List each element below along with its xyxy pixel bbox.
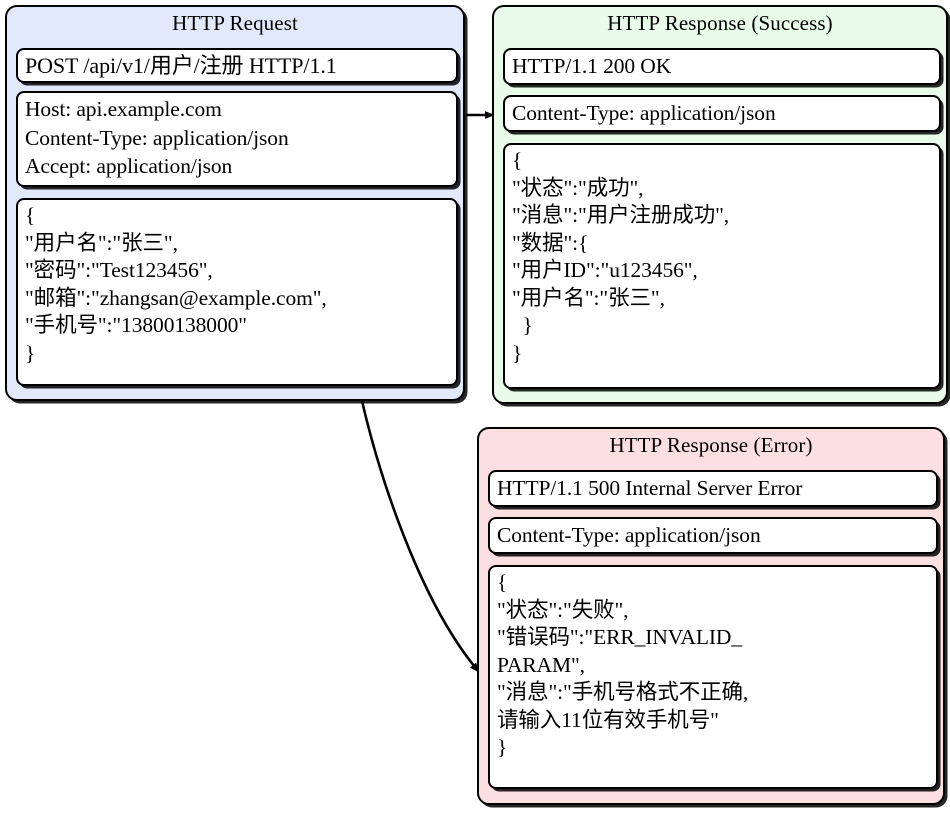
request-body-line: "密码":"Test123456", [25,258,213,282]
success-body-line: "用户名":"张三", [512,285,665,310]
error-body-box: { "状态":"失败", "错误码":"ERR_INVALID_ PARAM",… [488,565,938,789]
error-body-line: PARAM", [497,652,585,677]
error-content-type-text: Content-Type: application/json [497,523,761,547]
error-status-line-text: HTTP/1.1 500 Internal Server Error [497,476,803,500]
request-panel-title: HTTP Request [172,11,298,35]
error-body-line: "消息":"手机号格式不正确, [497,680,749,704]
error-body-line: "错误码":"ERR_INVALID_ [497,625,743,649]
error-body-line: "状态":"失败", [497,597,629,622]
request-line-box: POST /api/v1/用户/注册 HTTP/1.1 [16,48,458,83]
success-body-line: "消息":"用户注册成功", [512,203,730,227]
success-body-line: "状态":"成功", [512,175,644,200]
error-content-type-box: Content-Type: application/json [488,517,938,554]
request-body-line: "邮箱":"zhangsan@example.com", [25,285,327,310]
success-body-line: "数据":{ [512,230,589,255]
request-header-line: Host: api.example.com [25,97,222,121]
error-body-line: { [497,570,508,594]
request-line-text: POST /api/v1/用户/注册 HTTP/1.1 [25,53,337,78]
request-body-box: { "用户名":"张三", "密码":"Test123456", "邮箱":"z… [16,198,458,386]
request-body-line: "手机号":"13800138000" [25,313,247,337]
http-response-success-panel: HTTP Response (Success) HTTP/1.1 200 OK … [492,5,948,404]
success-status-line-text: HTTP/1.1 200 OK [512,54,672,78]
request-header-line: Content-Type: application/json [25,125,289,150]
request-body-line: { [25,203,36,227]
error-status-line-box: HTTP/1.1 500 Internal Server Error [488,470,938,507]
request-header-line: Accept: application/json [25,154,233,178]
success-status-line-box: HTTP/1.1 200 OK [503,48,941,85]
error-body-line: } [497,735,508,759]
error-panel-title: HTTP Response (Error) [609,433,813,457]
request-body-line: "用户名":"张三", [25,230,178,255]
http-response-error-panel: HTTP Response (Error) HTTP/1.1 500 Inter… [477,427,945,805]
request-body-line: } [25,340,36,365]
success-content-type-box: Content-Type: application/json [503,95,941,132]
success-body-line: } [512,313,533,337]
http-request-panel: HTTP Request POST /api/v1/用户/注册 HTTP/1.1… [5,5,465,401]
success-body-line: "用户ID":"u123456", [512,258,698,282]
success-body-line: } [512,340,523,365]
request-headers-box: Host: api.example.com Content-Type: appl… [16,91,458,187]
success-body-box: { "状态":"成功", "消息":"用户注册成功", "数据":{ "用户ID… [503,143,941,389]
success-content-type-text: Content-Type: application/json [512,101,776,125]
arrow-request-to-error [360,400,480,673]
success-panel-title: HTTP Response (Success) [607,11,833,35]
success-body-line: { [512,148,523,172]
error-body-line: 请输入11位有效手机号" [497,707,719,732]
